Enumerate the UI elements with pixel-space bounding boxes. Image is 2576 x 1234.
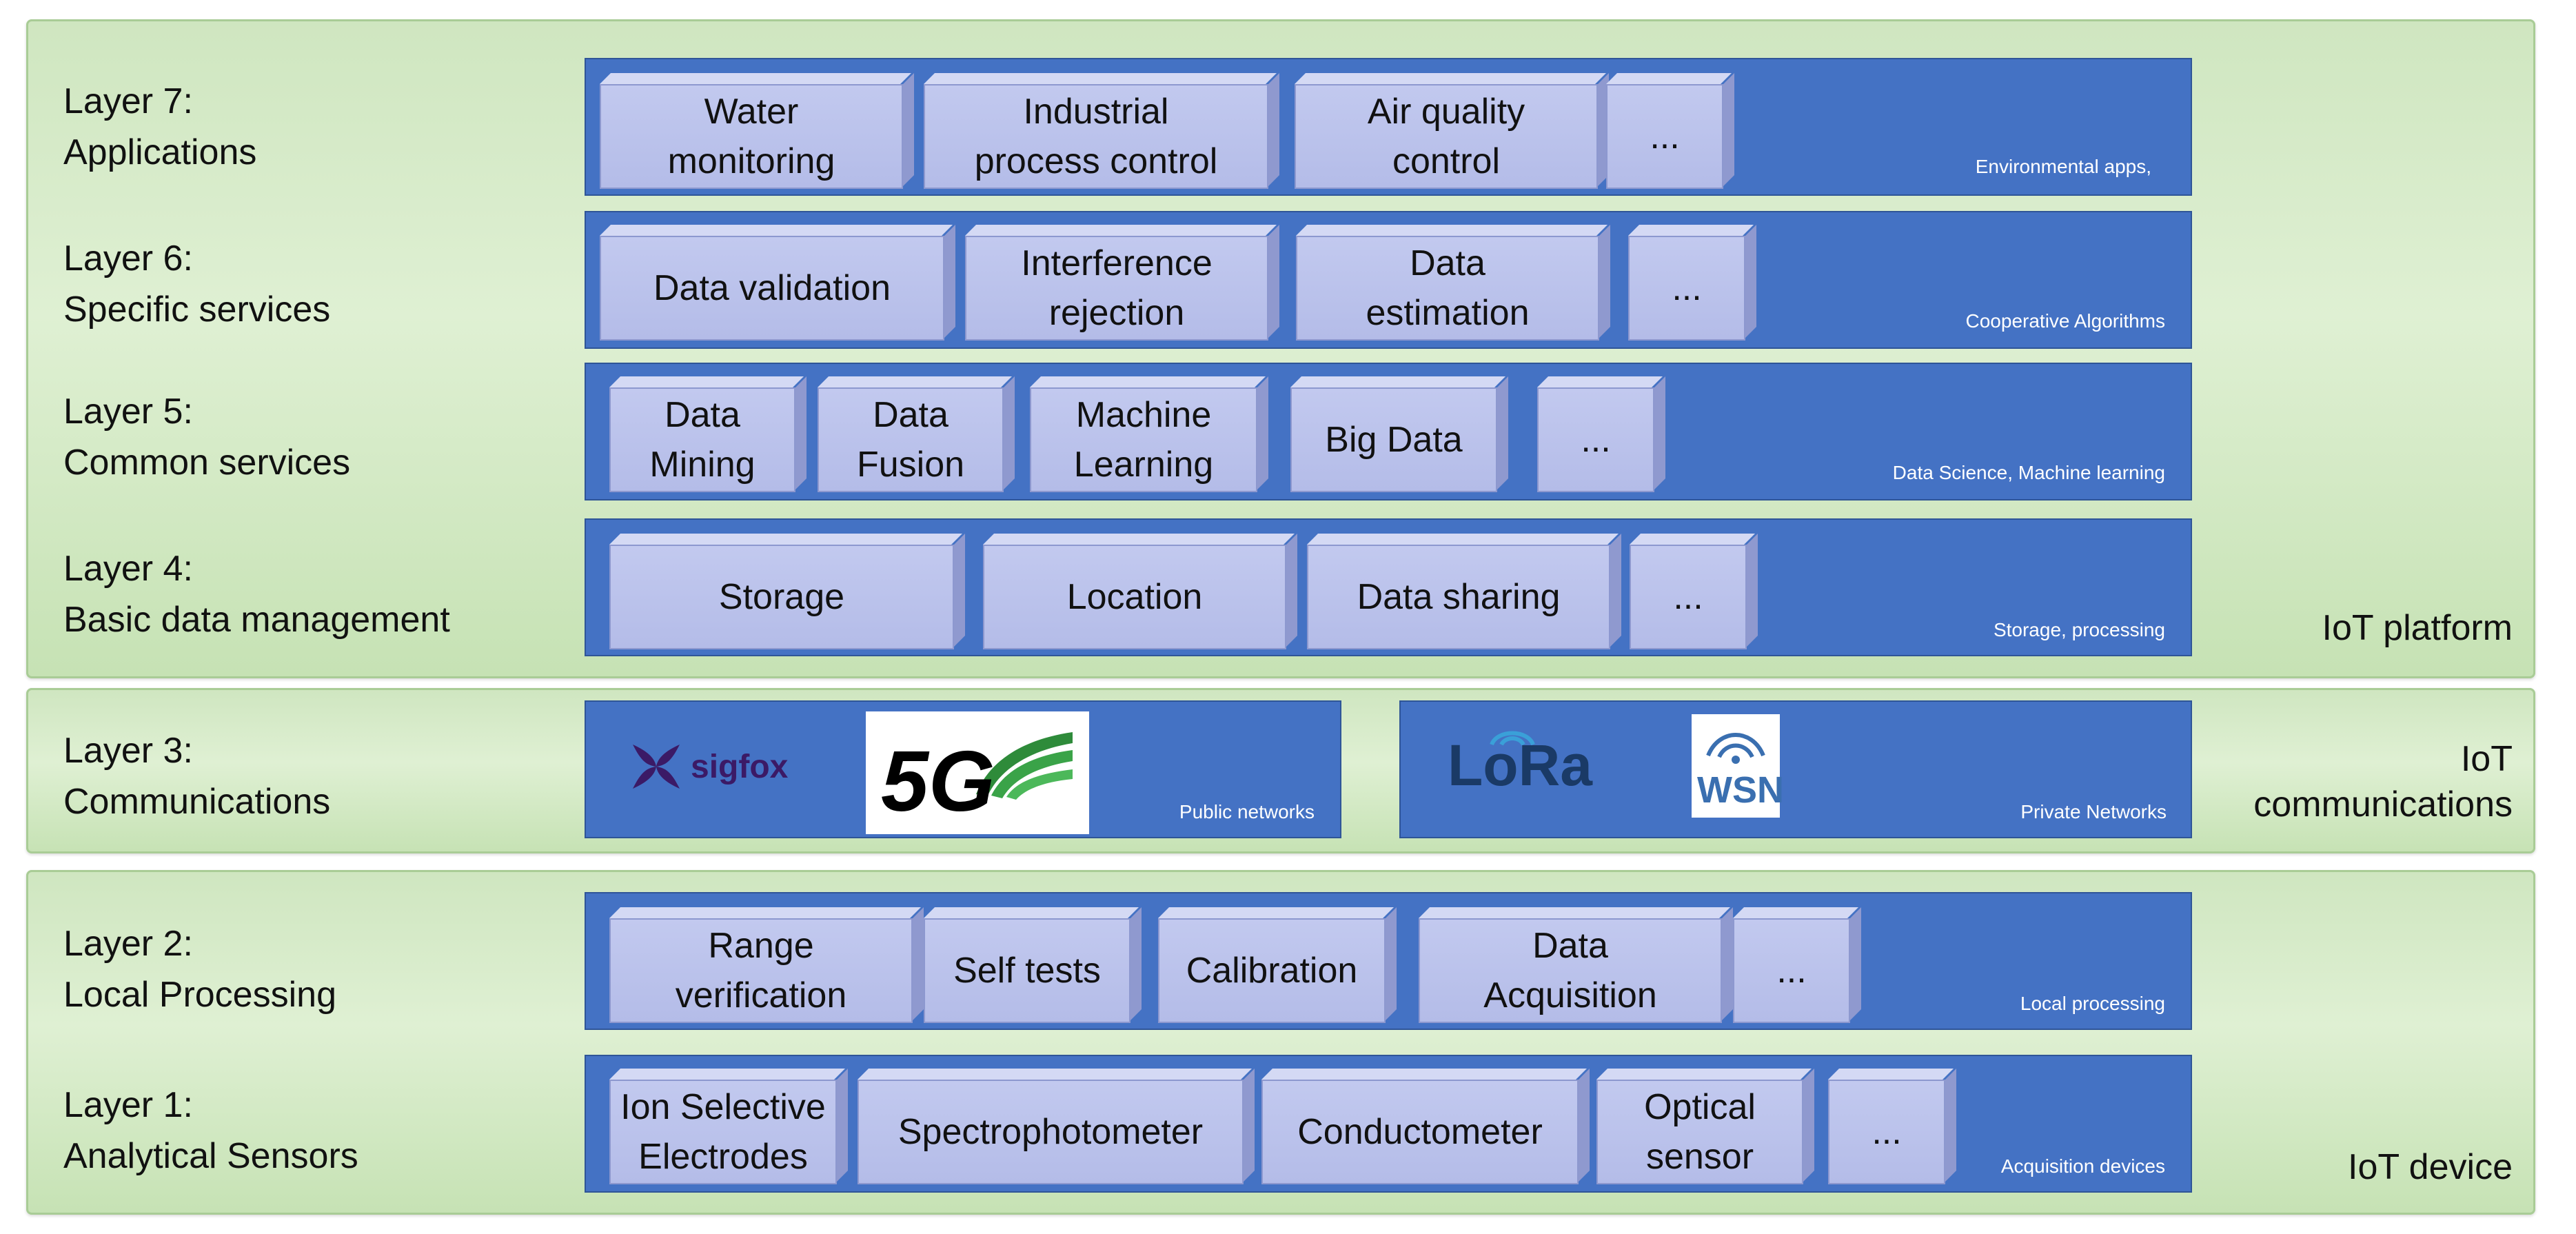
service-interference-rejection-box: Interference rejection	[965, 236, 1268, 341]
lora-signal-icon	[1490, 731, 1535, 746]
layer-6-label: Layer 6: Specific services	[63, 239, 331, 330]
sensor-ion-selective-electrodes-box: Ion Selective Electrodes	[609, 1080, 837, 1184]
service-more-box: ...	[1628, 236, 1745, 341]
common-data-fusion-box: Data Fusion	[818, 387, 1004, 492]
app-industrial-process-control-box: Industrial process control	[924, 84, 1268, 189]
lora-wordmark: LoRa	[1448, 733, 1592, 798]
layer-4-caption: Storage, processing	[1993, 619, 2165, 640]
layer-3-private-bar	[1399, 700, 2192, 838]
sensor-spectrophotometer-box: Spectrophotometer	[858, 1080, 1244, 1184]
basic-location-box: Location	[983, 545, 1286, 649]
layer-3-label: Layer 3: Communications	[63, 731, 331, 822]
iot-platform-tag: IoT platform	[2322, 608, 2513, 648]
layer-2-caption: Local processing	[2020, 993, 2165, 1014]
app-more-box: ...	[1606, 84, 1723, 189]
layer-3-public-caption: Public networks	[1179, 801, 1315, 822]
basic-data-sharing-box: Data sharing	[1307, 545, 1610, 649]
local-range-verification-box: Range verification	[609, 918, 913, 1023]
common-more-box: ...	[1537, 387, 1654, 492]
common-big-data-box: Big Data	[1290, 387, 1497, 492]
service-data-validation-box: Data validation	[600, 236, 944, 341]
layer-1-caption: Acquisition devices	[2000, 1155, 2165, 1177]
layer-6-caption: Cooperative Algorithms	[1965, 310, 2165, 332]
5g-wordmark: 5G	[881, 734, 995, 829]
basic-storage-box: Storage	[609, 545, 954, 649]
layer-1-label: Layer 1: Analytical Sensors	[63, 1085, 358, 1176]
lora-logo: LoRa	[1448, 731, 1592, 800]
wsn-logo-panel: WSN	[1692, 714, 1784, 818]
sigfox-icon	[633, 745, 680, 789]
common-data-mining-box: Data Mining	[609, 387, 795, 492]
sensor-conductometer-box: Conductometer	[1261, 1080, 1579, 1184]
layer-5-caption: Data Science, Machine learning	[1892, 462, 2165, 483]
5g-logo-panel: 5G	[866, 711, 1089, 834]
5g-icon	[976, 732, 1073, 800]
layer-4-label: Layer 4: Basic data management	[63, 549, 450, 640]
app-water-monitoring-box: Water monitoring	[600, 84, 903, 189]
local-more-box: ...	[1733, 918, 1850, 1023]
sensor-more-box: ...	[1828, 1080, 1945, 1184]
wsn-wordmark: WSN	[1697, 769, 1784, 811]
app-air-quality-control-box: Air quality control	[1295, 84, 1598, 189]
service-data-estimation-box: Data estimation	[1296, 236, 1599, 341]
common-machine-learning-box: Machine Learning	[1030, 387, 1257, 492]
iot-communications-tag: IoT communications	[2253, 739, 2513, 825]
layer-7-caption: Environmental apps,	[1975, 156, 2151, 177]
sigfox-logo: sigfox	[627, 738, 788, 796]
local-data-acquisition-box: Data Acquisition	[1419, 918, 1722, 1023]
sensor-optical-sensor-box: Optical sensor	[1596, 1080, 1803, 1184]
iot-device-tag: IoT device	[2348, 1147, 2513, 1187]
local-self-tests-box: Self tests	[924, 918, 1130, 1023]
sigfox-wordmark: sigfox	[691, 748, 789, 785]
basic-more-box: ...	[1630, 545, 1747, 649]
layer-7-label: Layer 7: Applications	[63, 81, 257, 172]
layer-2-label: Layer 2: Local Processing	[63, 924, 336, 1015]
layer-5-label: Layer 5: Common services	[63, 392, 351, 483]
wsn-signal-icon	[1706, 733, 1765, 764]
layer-3-private-caption: Private Networks	[2020, 801, 2167, 822]
local-calibration-box: Calibration	[1158, 918, 1386, 1023]
